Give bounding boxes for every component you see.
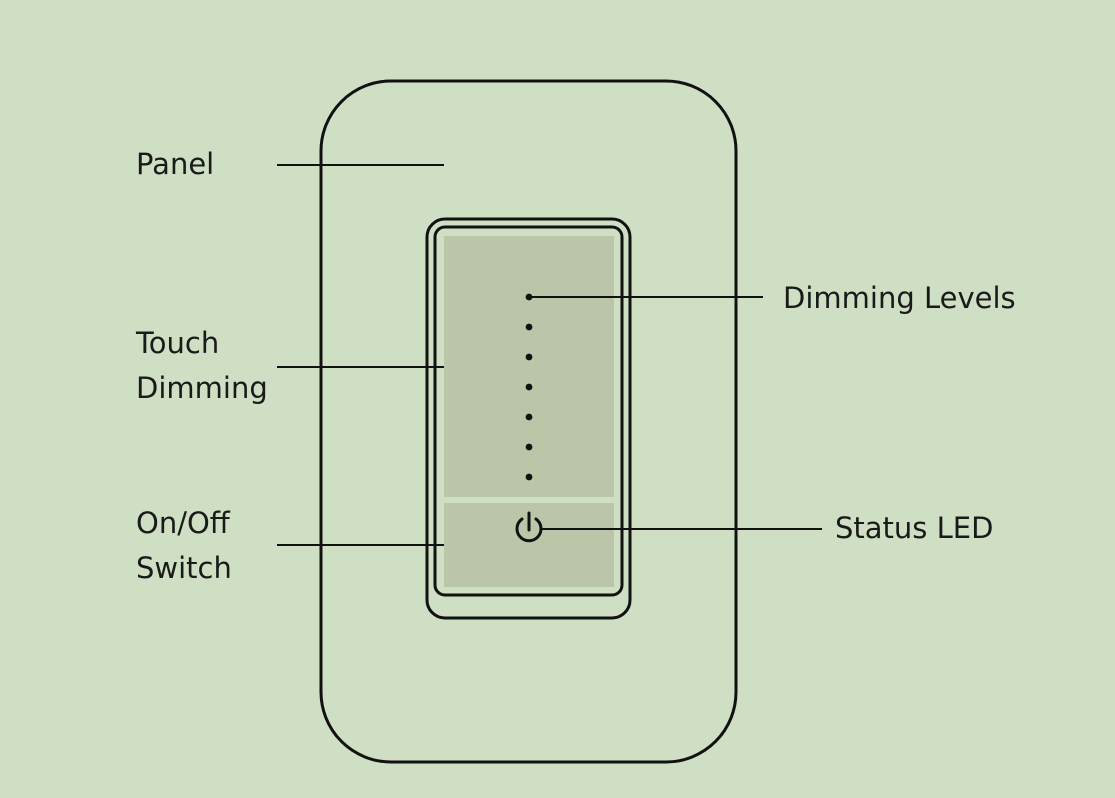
touch-dimming-label-line-2: Dimming bbox=[136, 371, 268, 405]
dimming-levels-label: Dimming Levels bbox=[783, 281, 1016, 315]
on-off-switch-label: On/Off Switch bbox=[136, 501, 232, 591]
on-off-switch-label-line-1: On/Off bbox=[136, 506, 230, 540]
touch-dimming-label: Touch Dimming bbox=[136, 321, 268, 411]
dimming-level-dot bbox=[525, 443, 533, 451]
switch-inner-frame bbox=[433, 225, 624, 597]
dimming-level-dot bbox=[525, 323, 533, 331]
switch-outer-frame bbox=[425, 217, 632, 620]
panel-outline bbox=[319, 79, 738, 764]
touch-dimming-label-line-1: Touch bbox=[136, 326, 220, 360]
dimming-level-dots bbox=[525, 293, 533, 481]
power-icon[interactable] bbox=[515, 511, 543, 543]
dimming-level-dot bbox=[525, 413, 533, 421]
dimming-level-dot bbox=[525, 383, 533, 391]
touch-dimming-area[interactable] bbox=[444, 236, 614, 497]
dimming-level-dot bbox=[525, 473, 533, 481]
panel-label: Panel bbox=[136, 147, 215, 181]
dimming-level-dot bbox=[525, 353, 533, 361]
on-off-switch-label-line-2: Switch bbox=[136, 551, 232, 585]
status-led-label: Status LED bbox=[835, 511, 994, 545]
